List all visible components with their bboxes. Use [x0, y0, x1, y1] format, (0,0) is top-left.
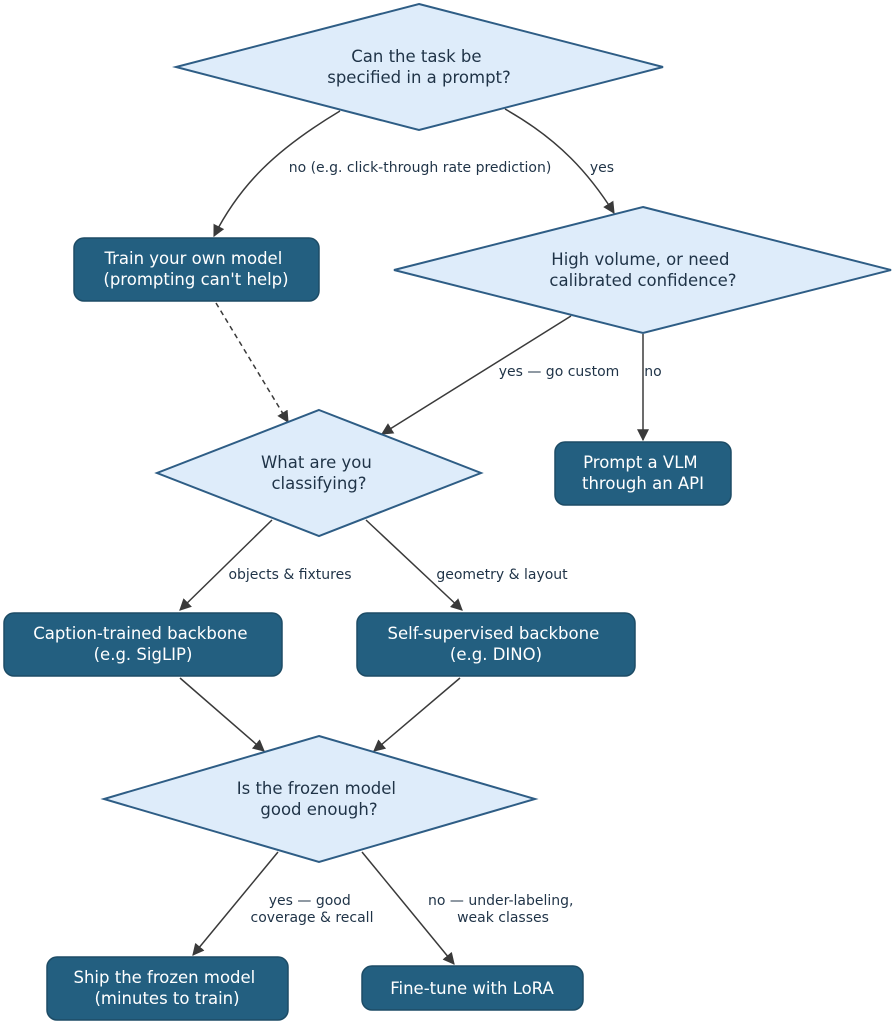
edge-caption-to-frozen: [179, 677, 265, 752]
edge-frozen-no: [361, 851, 455, 965]
box-caption-backbone: Caption-trained backbone (e.g. SigLIP): [3, 612, 283, 677]
label-volume-no: no: [644, 364, 661, 380]
label-volume-yes: yes — go custom: [499, 364, 620, 380]
box-finetune-lora: Fine-tune with LoRA: [361, 965, 584, 1011]
label-frozen-no: no — under-labeling, weak classes: [428, 893, 578, 926]
box-prompt-vlm: Prompt a VLM through an API: [554, 441, 732, 506]
box-finetune-lora-text: Fine-tune with LoRA: [390, 979, 554, 998]
box-caption-backbone-text: Caption-trained backbone (e.g. SigLIP): [33, 624, 253, 664]
decision-classify-text: What are you classifying?: [261, 453, 377, 493]
edge-train-to-classify: [215, 302, 289, 424]
box-train-own: Train your own model (prompting can't he…: [73, 237, 320, 302]
label-prompt-yes: yes: [590, 160, 614, 176]
edge-frozen-yes: [192, 851, 279, 956]
decision-prompt: Can the task be specified in a prompt?: [172, 2, 664, 132]
decision-classify: What are you classifying?: [154, 408, 484, 538]
decision-frozen-text: Is the frozen model good enough?: [237, 779, 402, 819]
edge-prompt-yes: [504, 108, 615, 215]
box-selfsup-backbone-text: Self-supervised backbone (e.g. DINO): [388, 624, 605, 664]
label-classify-geometry: geometry & layout: [436, 567, 568, 583]
decision-frozen: Is the frozen model good enough?: [100, 734, 539, 864]
decision-volume: High volume, or need calibrated confiden…: [393, 205, 892, 335]
edge-classify-geometry: [365, 519, 463, 611]
box-selfsup-backbone: Self-supervised backbone (e.g. DINO): [356, 612, 636, 677]
edge-volume-yes: [380, 315, 572, 435]
decision-volume-text: High volume, or need calibrated confiden…: [549, 250, 736, 290]
edge-selfsup-to-frozen: [373, 677, 461, 752]
label-frozen-yes: yes — good coverage & recall: [251, 893, 374, 926]
edge-prompt-no: [213, 110, 341, 238]
label-classify-objects: objects & fixtures: [228, 567, 351, 583]
box-ship-frozen-text: Ship the frozen model (minutes to train): [73, 968, 260, 1008]
edge-classify-objects: [179, 519, 273, 611]
box-prompt-vlm-text: Prompt a VLM through an API: [582, 453, 704, 493]
box-ship-frozen: Ship the frozen model (minutes to train): [46, 956, 289, 1021]
label-prompt-no: no (e.g. click-through rate prediction): [289, 160, 552, 176]
decision-prompt-text: Can the task be specified in a prompt?: [327, 47, 511, 87]
box-train-own-text: Train your own model (prompting can't he…: [103, 249, 288, 289]
